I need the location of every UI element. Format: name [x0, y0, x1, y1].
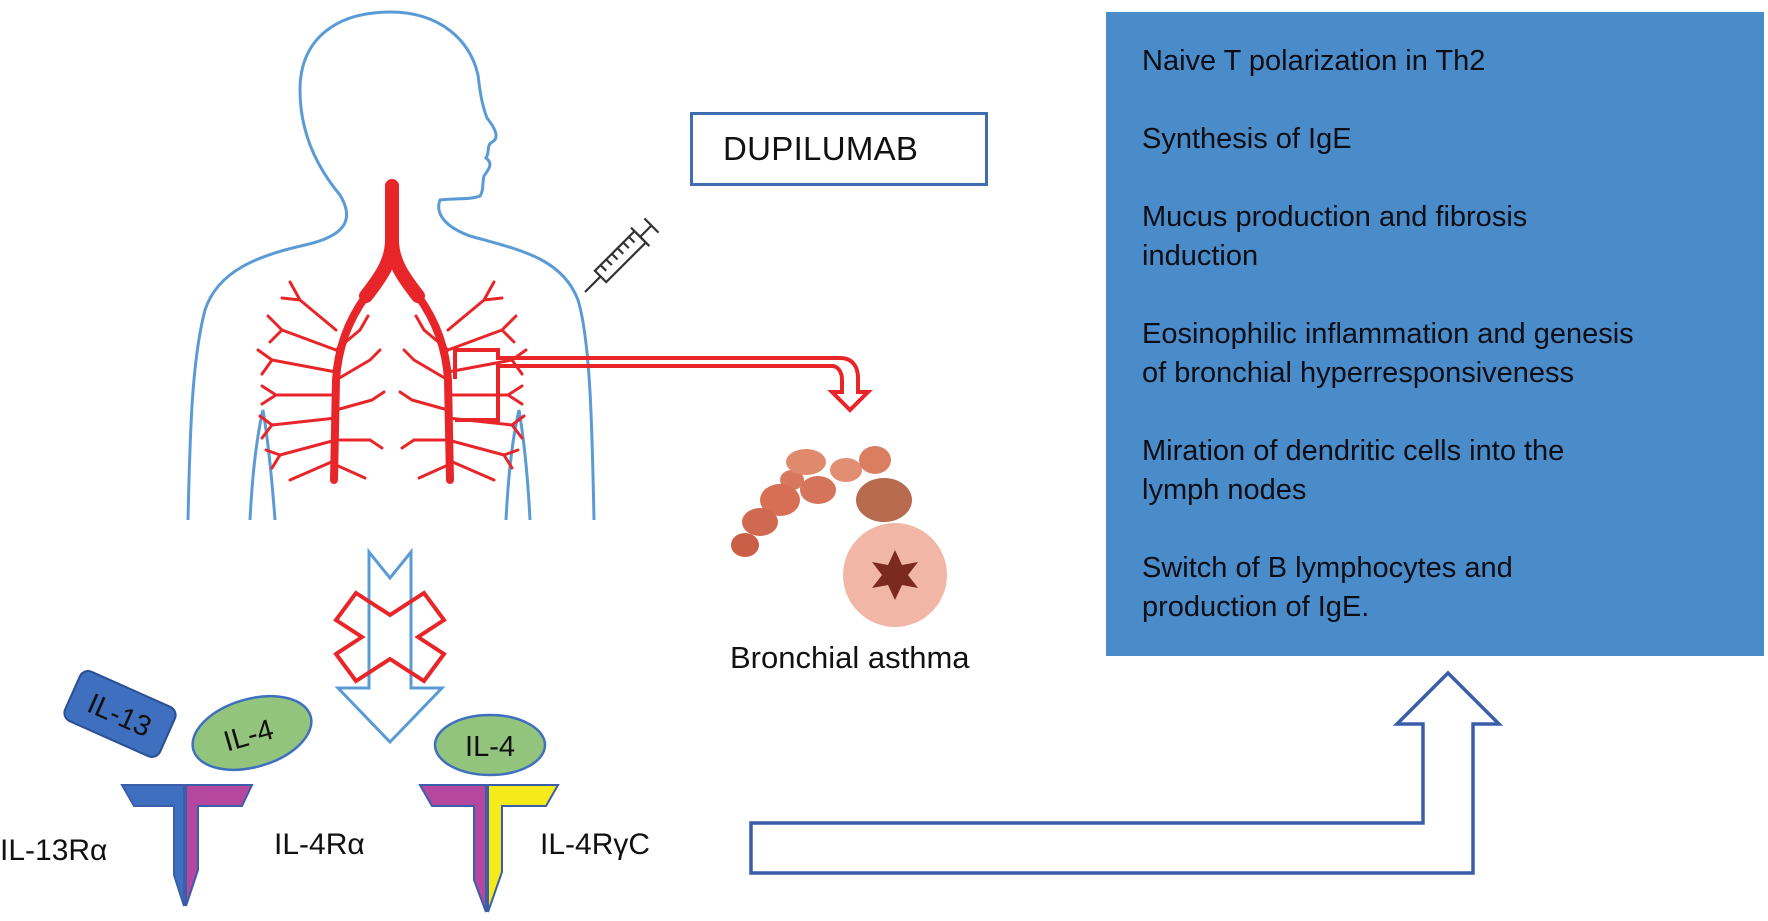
- receptor-il13ra-il4ra: [120, 784, 254, 907]
- drug-name-box: DUPILUMAB: [690, 112, 988, 186]
- bronchus-lumen: [872, 550, 918, 600]
- left-main-bronchus: [330, 292, 370, 484]
- receptor-il4ra-chain-2: [418, 784, 487, 913]
- down-arrow: [334, 547, 446, 745]
- bronchial-asthma-label: Bronchial asthma: [730, 640, 970, 675]
- lung-to-asthma-arrow: [453, 348, 873, 422]
- left-arm-line: [248, 409, 277, 521]
- bronchus-illustration: [731, 446, 947, 627]
- cytokine-il4-right: IL-4: [433, 713, 547, 777]
- cytokine-il4-right-label: IL-4: [465, 731, 515, 763]
- syringe-icon: [584, 217, 660, 293]
- receptor-il4rgc-chain: [487, 784, 560, 913]
- effects-connector-arrow: [749, 670, 1504, 875]
- cytokine-il13: IL-13: [63, 670, 177, 758]
- effect-item: Eosinophilic inflammation and genesis of…: [1142, 318, 1634, 389]
- receptor-label-il13ra: IL-13Rα: [0, 834, 108, 867]
- receptor-label-il4rgc: IL-4RγC: [540, 828, 651, 861]
- receptor-label-il4ra: IL-4Rα: [274, 828, 365, 861]
- effect-item: Synthesis of IgE: [1142, 123, 1352, 155]
- receptor-il13ra-chain: [120, 784, 185, 907]
- receptor-il4ra-il4rgc: [418, 784, 560, 913]
- right-lung-branches: [398, 280, 528, 482]
- effect-item: Mucus production and fibrosis induction: [1142, 201, 1528, 272]
- effect-item: Naive T polarization in Th2: [1142, 45, 1486, 77]
- trachea: [359, 179, 425, 303]
- drug-name: DUPILUMAB: [723, 130, 919, 167]
- blocked-signal-arrow: [333, 547, 447, 745]
- human-body-outline: [186, 10, 596, 521]
- left-lung-branches: [256, 280, 386, 482]
- receptor-il4ra-chain: [185, 784, 254, 907]
- effect-item: Switch of B lymphocytes and production o…: [1142, 552, 1513, 623]
- effect-item: Miration of dendritic cells into the lym…: [1142, 435, 1565, 506]
- right-main-bronchus: [414, 292, 454, 484]
- lungs-airways: [256, 179, 528, 484]
- cytokine-il4-left: IL-4: [191, 694, 313, 772]
- effects-panel: Naive T polarization in Th2 Synthesis of…: [1106, 12, 1764, 656]
- block-cross-icon: [333, 590, 447, 684]
- right-arm-line: [504, 409, 532, 521]
- body-silhouette: [186, 10, 596, 521]
